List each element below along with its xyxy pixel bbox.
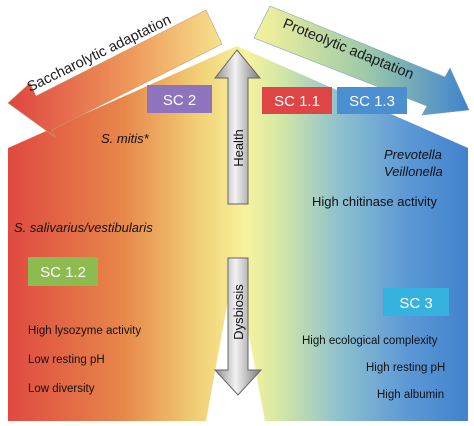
health-label: Health — [231, 129, 246, 167]
taxon-s-mitis: S. mitis* — [101, 131, 150, 146]
proteolytic-arrow — [253, 5, 470, 116]
badge-sc2: SC 2 — [147, 85, 212, 113]
saccharolytic-arrow — [7, 9, 223, 138]
trait-high-resting-ph: High resting pH — [366, 362, 445, 374]
badge-sc1-3: SC 1.3 — [337, 87, 407, 114]
badge-sc3: SC 3 — [383, 288, 449, 316]
dysbiosis-arrow — [213, 257, 263, 396]
svg-text:SC 1.3: SC 1.3 — [349, 93, 395, 110]
trait-low-resting-ph: Low resting pH — [28, 354, 105, 366]
svg-text:SC 1.1: SC 1.1 — [274, 93, 320, 110]
trait-high-ecological-complexity: High ecological complexity — [302, 335, 438, 347]
trait-low-diversity: Low diversity — [28, 383, 95, 395]
trait-high-albumin: High albumin — [377, 389, 444, 401]
taxon-prevotella: Prevotella — [384, 147, 442, 162]
svg-text:SC 2: SC 2 — [163, 92, 196, 109]
taxon-s-salivarius: S. salivarius/vestibularis — [14, 220, 153, 235]
badge-sc1-2: SC 1.2 — [28, 257, 98, 286]
trait-high-lysozyme: High lysozyme activity — [28, 325, 141, 337]
svg-text:SC 1.2: SC 1.2 — [40, 264, 86, 281]
health-arrow — [213, 49, 262, 205]
dysbiosis-label: Dysbiosis — [231, 284, 246, 340]
gradient-wedge-background — [8, 46, 468, 421]
trait-high-chitinase: High chitinase activity — [312, 194, 437, 209]
taxon-veillonella: Veillonella — [384, 164, 443, 179]
badge-sc1-1: SC 1.1 — [262, 87, 332, 114]
svg-text:SC 3: SC 3 — [399, 295, 432, 312]
